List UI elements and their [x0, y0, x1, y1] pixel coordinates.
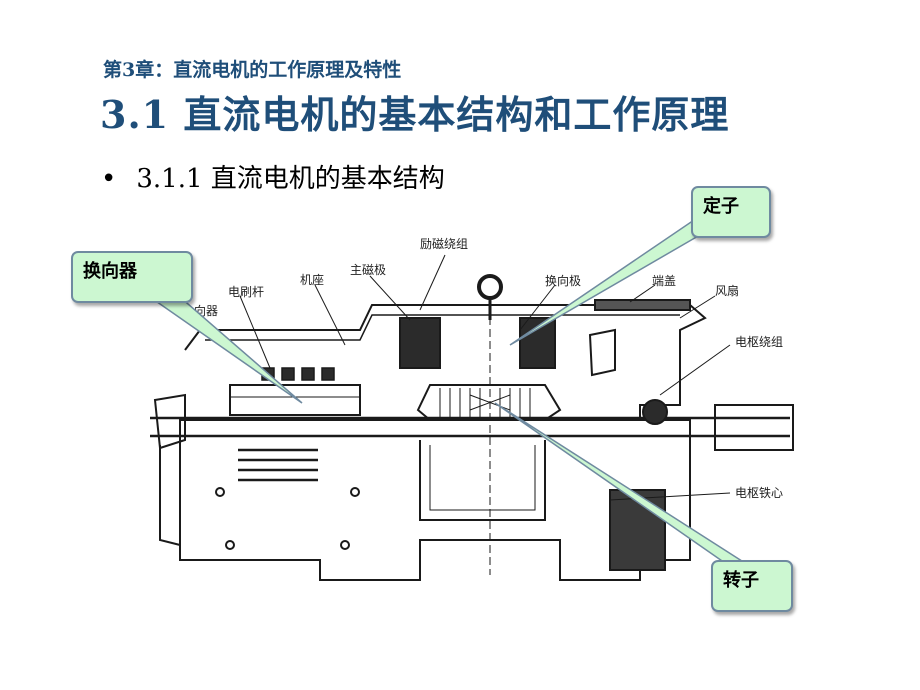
chapter-heading: 第3章：直流电机的工作原理及特性 — [103, 59, 402, 81]
slide-title: 3.1 直流电机的基本结构和工作原理 — [100, 92, 730, 137]
label-fan: 风扇 — [715, 283, 739, 298]
label-commutating-pole: 换向极 — [545, 273, 581, 288]
commutator-callout-text: 换向器 — [83, 261, 137, 282]
label-armature-winding: 电枢绕组 — [735, 334, 783, 349]
label-end-cover: 端盖 — [652, 274, 676, 288]
label-main-pole: 主磁极 — [350, 262, 386, 277]
stator-pointer — [509, 217, 714, 346]
commutator-pointer — [147, 296, 303, 404]
rotor-callout: 转子 — [711, 560, 793, 612]
motor-drawing — [150, 254, 794, 581]
bullet-item: • 3.1.1 直流电机的基本结构 — [101, 158, 445, 195]
label-armature-core: 电枢铁心 — [735, 485, 783, 500]
commutator-callout: 换向器 — [71, 251, 193, 303]
label-frame: 机座 — [300, 272, 324, 287]
stator-callout: 定子 — [691, 186, 771, 238]
bullet-text: 3.1.1 直流电机的基本结构 — [136, 164, 445, 194]
label-brush-rod: 电刷杆 — [228, 285, 264, 299]
stator-callout-text: 定子 — [703, 196, 739, 217]
label-excitation-winding: 励磁绕组 — [420, 236, 468, 251]
rotor-callout-text: 转子 — [723, 570, 759, 591]
bullet-marker: • — [101, 164, 117, 194]
